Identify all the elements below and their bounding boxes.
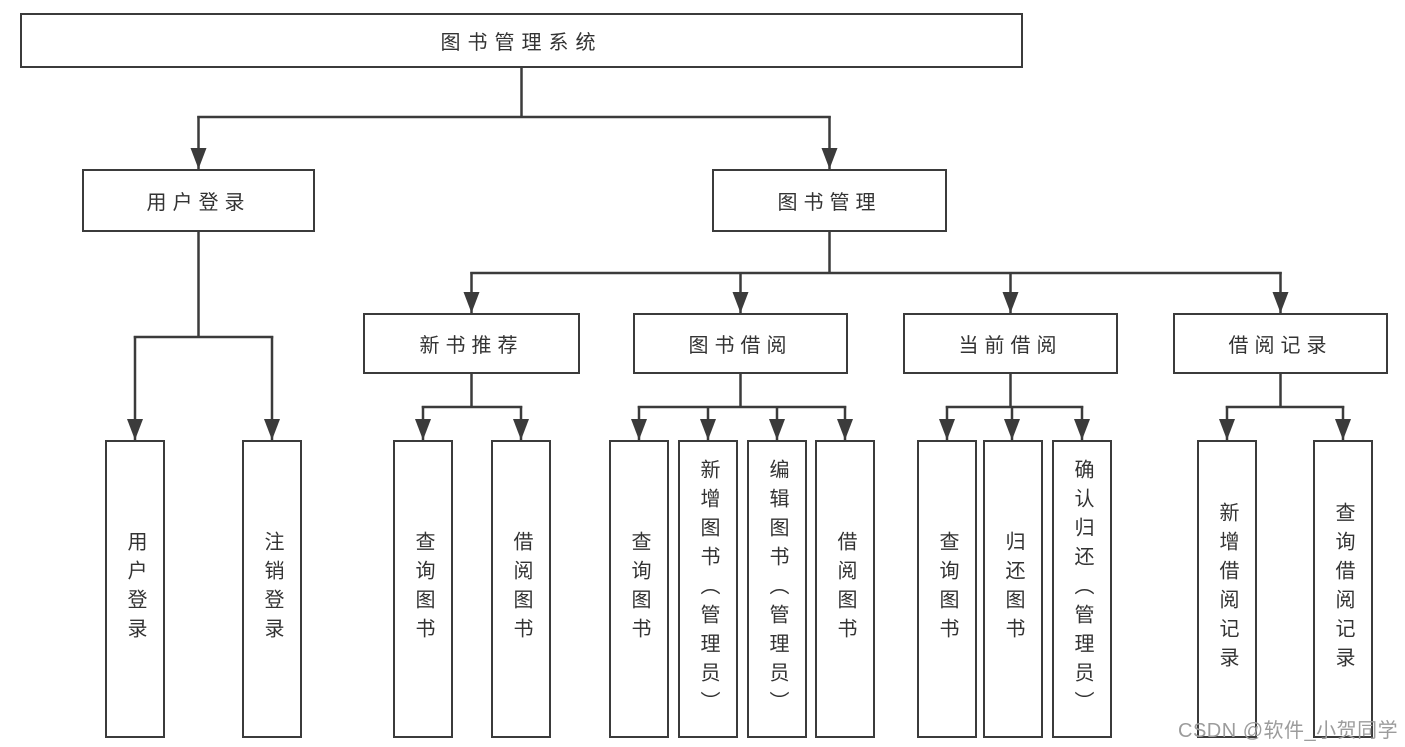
leaf-label: 新增图书（管理员） (697, 458, 719, 720)
node-current-borrowing: 当前借阅 (903, 313, 1118, 374)
leaf-records-query-record: 查询借阅记录 (1313, 440, 1373, 738)
leaf-label: 查询借阅记录 (1332, 502, 1354, 676)
node-label: 新书推荐 (419, 335, 524, 357)
node-user-login: 用户登录 (82, 169, 315, 232)
node-label: 用户登录 (146, 192, 251, 214)
node-label: 当前借阅 (958, 335, 1063, 357)
leaf-recommend-query-book: 查询图书 (393, 440, 453, 738)
node-label: 借阅记录 (1228, 335, 1333, 357)
leaf-label: 新增借阅记录 (1216, 502, 1238, 676)
leaf-current-confirm-return-admin: 确认归还（管理员） (1052, 440, 1112, 738)
leaf-label: 归还图书 (1002, 531, 1024, 647)
leaf-label: 注销登录 (261, 531, 283, 647)
leaf-current-query-book: 查询图书 (917, 440, 977, 738)
node-new-book-recommendation: 新书推荐 (363, 313, 580, 374)
node-borrowing-records: 借阅记录 (1173, 313, 1388, 374)
node-label: 图书管理 (777, 192, 882, 214)
leaf-borrowing-add-book-admin: 新增图书（管理员） (678, 440, 738, 738)
leaf-records-add-record: 新增借阅记录 (1197, 440, 1257, 738)
leaf-borrowing-borrow-book: 借阅图书 (815, 440, 875, 738)
connector-arrows (127, 116, 1351, 440)
leaf-borrowing-query-book: 查询图书 (609, 440, 669, 738)
node-book-management: 图书管理 (712, 169, 947, 232)
node-book-borrowing: 图书借阅 (633, 313, 848, 374)
leaf-borrowing-edit-book-admin: 编辑图书（管理员） (747, 440, 807, 738)
leaf-current-return-book: 归还图书 (983, 440, 1043, 738)
leaf-label: 查询图书 (628, 531, 650, 647)
leaf-label: 查询图书 (412, 531, 434, 647)
node-label: 图书管理系统 (440, 32, 603, 54)
leaf-label: 确认归还（管理员） (1071, 458, 1093, 720)
leaf-label: 查询图书 (936, 531, 958, 647)
watermark-text: CSDN @软件_小贺同学 (1178, 720, 1399, 742)
leaf-label: 编辑图书（管理员） (766, 458, 788, 720)
leaf-logout: 注销登录 (242, 440, 302, 738)
leaf-label: 借阅图书 (510, 531, 532, 647)
leaf-user-login: 用户登录 (105, 440, 165, 738)
leaf-recommend-borrow-book: 借阅图书 (491, 440, 551, 738)
leaf-label: 用户登录 (124, 531, 146, 647)
leaf-label: 借阅图书 (834, 531, 856, 647)
node-label: 图书借阅 (688, 335, 793, 357)
node-library-management-system: 图书管理系统 (20, 13, 1023, 68)
connector-rails (133, 65, 1345, 409)
